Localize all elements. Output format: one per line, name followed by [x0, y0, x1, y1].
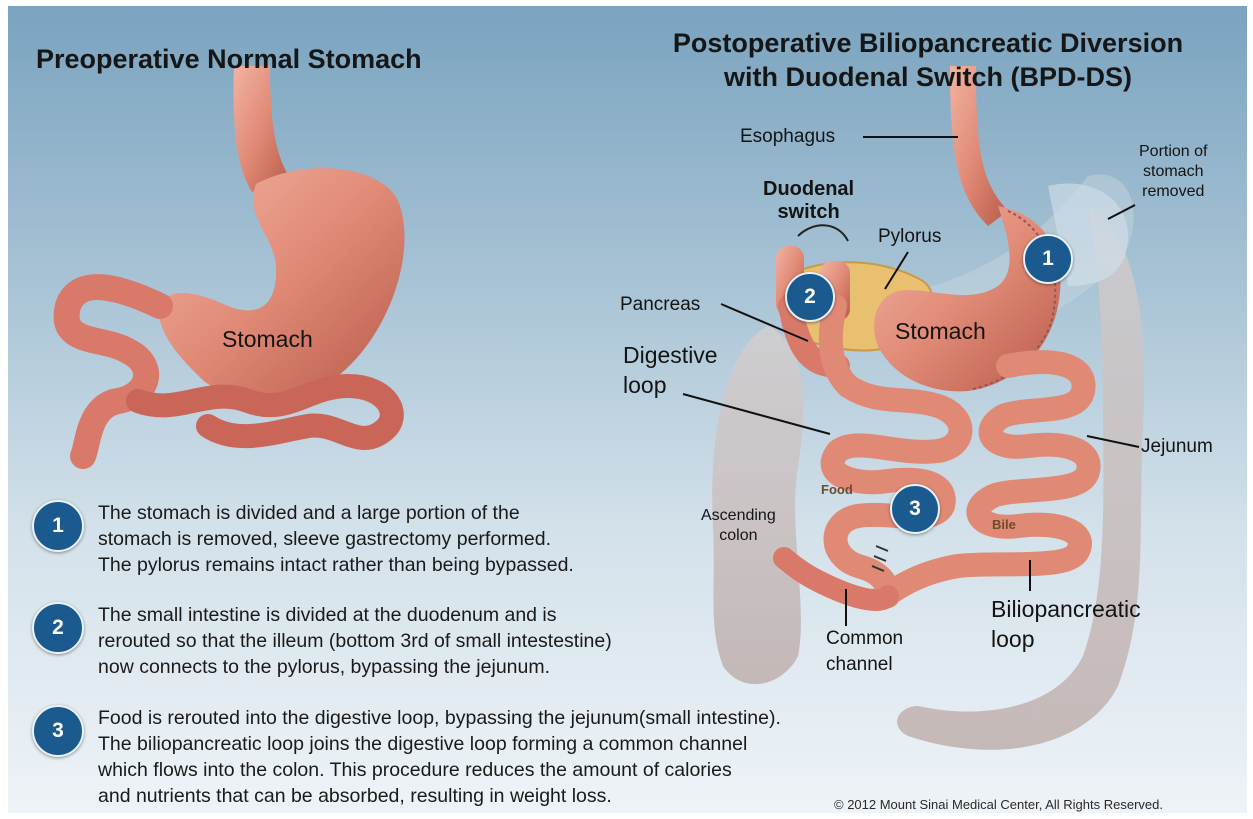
portion-removed-line3: removed: [1139, 182, 1207, 202]
badge-2-diagram: 2: [785, 272, 835, 322]
switch-arrow: [798, 225, 848, 241]
preop-esophagus: [234, 66, 290, 192]
ascending-colon-line1: Ascending: [701, 506, 776, 526]
food-label: Food: [821, 479, 853, 501]
portion-removed-label: Portion of stomach removed: [1139, 142, 1207, 202]
badge-3-diagram: 3: [890, 484, 940, 534]
step-2-line-1: The small intestine is divided at the du…: [98, 602, 612, 628]
duodenal-switch-line1: Duodenal: [763, 178, 854, 201]
step-2-badge: 2: [32, 602, 84, 654]
digestive-loop-label: Digestive loop: [623, 340, 718, 400]
diagram-panel: Preoperative Normal Stomach Postoperativ…: [8, 6, 1247, 813]
biliopancreatic-loop-label: Biliopancreatic loop: [991, 594, 1141, 654]
ascending-colon-line2: colon: [701, 526, 776, 546]
digestive-loop-line2: loop: [623, 370, 718, 400]
step-3-line-3: which flows into the colon. This procedu…: [98, 757, 781, 783]
biliopancreatic-loop-line1: Biliopancreatic: [991, 594, 1141, 624]
step-1-line-2: stomach is removed, sleeve gastrectomy p…: [98, 526, 574, 552]
step-1-badge: 1: [32, 500, 84, 552]
preop-title: Preoperative Normal Stomach: [36, 42, 422, 76]
esophagus-label: Esophagus: [740, 126, 835, 148]
ascending-colon-label: Ascending colon: [701, 506, 776, 546]
step-2-text: The small intestine is divided at the du…: [98, 602, 612, 680]
common-channel-line1: Common: [826, 626, 903, 652]
step-3-line-1: Food is rerouted into the digestive loop…: [98, 705, 781, 731]
pancreas-label: Pancreas: [620, 294, 700, 316]
stomach-left-label: Stomach: [222, 324, 313, 354]
digestive-loop-line1: Digestive: [623, 340, 718, 370]
step-3-text: Food is rerouted into the digestive loop…: [98, 705, 781, 809]
duodenal-switch-label: Duodenal switch: [763, 178, 854, 224]
step-2-line-2: rerouted so that the illeum (bottom 3rd …: [98, 628, 612, 654]
step-3-line-4: and nutrients that can be absorbed, resu…: [98, 783, 781, 809]
duodenal-switch-line2: switch: [763, 201, 854, 224]
portion-removed-line2: stomach: [1139, 162, 1207, 182]
postop-title-line2: with Duodenal Switch (BPD-DS): [628, 60, 1228, 94]
common-channel-line2: channel: [826, 652, 903, 678]
preop-intestine-upper: [67, 287, 160, 456]
preop-stomach-group: [67, 66, 405, 456]
common-channel-label: Common channel: [826, 626, 903, 678]
step-1-text: The stomach is divided and a large porti…: [98, 500, 574, 578]
preop-stomach-shape: [158, 168, 405, 397]
anatomy-illustration: [8, 6, 1247, 813]
copyright-text: © 2012 Mount Sinai Medical Center, All R…: [834, 794, 1163, 813]
pylorus-label: Pylorus: [878, 226, 941, 248]
step-3-line-2: The biliopancreatic loop joins the diges…: [98, 731, 781, 757]
step-1-line-3: The pylorus remains intact rather than b…: [98, 552, 574, 578]
postop-title: Postoperative Biliopancreatic Diversion …: [628, 26, 1228, 94]
preop-intestine-lower: [138, 386, 392, 438]
bile-label: Bile: [992, 514, 1016, 536]
badge-1-diagram: 1: [1023, 234, 1073, 284]
step-3-badge: 3: [32, 705, 84, 757]
portion-removed-line1: Portion of: [1139, 142, 1207, 162]
stomach-right-label: Stomach: [895, 316, 986, 346]
biliopancreatic-loop-line2: loop: [991, 624, 1141, 654]
step-2-line-3: now connects to the pylorus, bypassing t…: [98, 654, 612, 680]
step-1-line-1: The stomach is divided and a large porti…: [98, 500, 574, 526]
jejunum-label: Jejunum: [1141, 436, 1213, 458]
postop-title-line1: Postoperative Biliopancreatic Diversion: [628, 26, 1228, 60]
